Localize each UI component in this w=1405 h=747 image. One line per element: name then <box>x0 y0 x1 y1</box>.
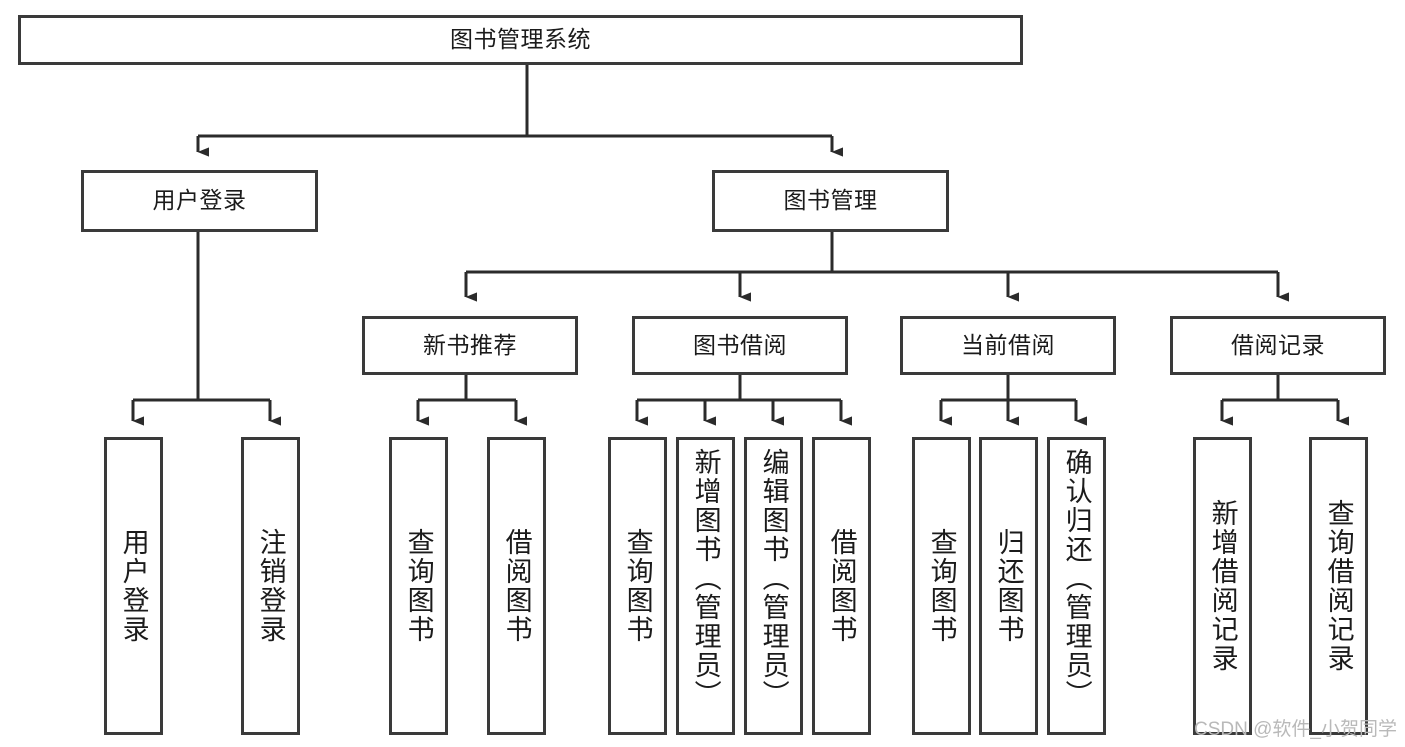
node-new-book-recommend[interactable]: 新书推荐 <box>362 316 578 375</box>
node-label: 确认归还（管理员） <box>1061 448 1092 709</box>
node-label: 图书借阅 <box>693 331 787 358</box>
node-leaf-borrow-book[interactable]: 借阅图书 <box>812 437 871 735</box>
node-leaf-query-book-borrow[interactable]: 查询图书 <box>608 437 667 735</box>
node-leaf-return-book[interactable]: 归还图书 <box>979 437 1038 735</box>
node-label: 归还图书 <box>993 528 1024 644</box>
node-label: 查询图书 <box>403 528 434 644</box>
node-label: 查询图书 <box>622 528 653 644</box>
node-label: 查询借阅记录 <box>1323 499 1354 673</box>
node-label: 图书管理 <box>783 187 878 214</box>
node-leaf-add-book-admin[interactable]: 新增图书（管理员） <box>676 437 735 735</box>
node-leaf-query-borrow-record[interactable]: 查询借阅记录 <box>1309 437 1368 735</box>
node-label: 借阅图书 <box>501 528 532 644</box>
node-leaf-borrow-book-recommend[interactable]: 借阅图书 <box>487 437 546 735</box>
node-leaf-query-book-recommend[interactable]: 查询图书 <box>389 437 448 735</box>
node-label: 编辑图书（管理员） <box>758 448 789 709</box>
node-book-management[interactable]: 图书管理 <box>712 170 949 232</box>
node-user-login[interactable]: 用户登录 <box>81 170 318 232</box>
node-borrow-record[interactable]: 借阅记录 <box>1170 316 1386 375</box>
node-label: 图书管理系统 <box>450 26 591 53</box>
node-label: 借阅图书 <box>826 528 857 644</box>
node-leaf-query-book-current[interactable]: 查询图书 <box>912 437 971 735</box>
node-label: 新增图书（管理员） <box>690 448 721 709</box>
node-leaf-add-borrow-record[interactable]: 新增借阅记录 <box>1193 437 1252 735</box>
node-label: 当前借阅 <box>961 331 1055 358</box>
node-label: 借阅记录 <box>1231 331 1325 358</box>
node-label: 注销登录 <box>255 528 286 644</box>
node-root-book-management-system[interactable]: 图书管理系统 <box>18 15 1023 65</box>
node-leaf-logout-login[interactable]: 注销登录 <box>241 437 300 735</box>
node-leaf-edit-book-admin[interactable]: 编辑图书（管理员） <box>744 437 803 735</box>
node-current-borrow[interactable]: 当前借阅 <box>900 316 1116 375</box>
node-leaf-confirm-return-admin[interactable]: 确认归还（管理员） <box>1047 437 1106 735</box>
node-label: 用户登录 <box>152 187 247 214</box>
node-label: 新增借阅记录 <box>1207 499 1238 673</box>
node-label: 查询图书 <box>926 528 957 644</box>
node-leaf-user-login[interactable]: 用户登录 <box>104 437 163 735</box>
node-label: 新书推荐 <box>423 331 517 358</box>
node-label: 用户登录 <box>118 528 149 644</box>
csdn-watermark: CSDN @软件_小贺同学 <box>1194 719 1397 740</box>
node-book-borrow[interactable]: 图书借阅 <box>632 316 848 375</box>
